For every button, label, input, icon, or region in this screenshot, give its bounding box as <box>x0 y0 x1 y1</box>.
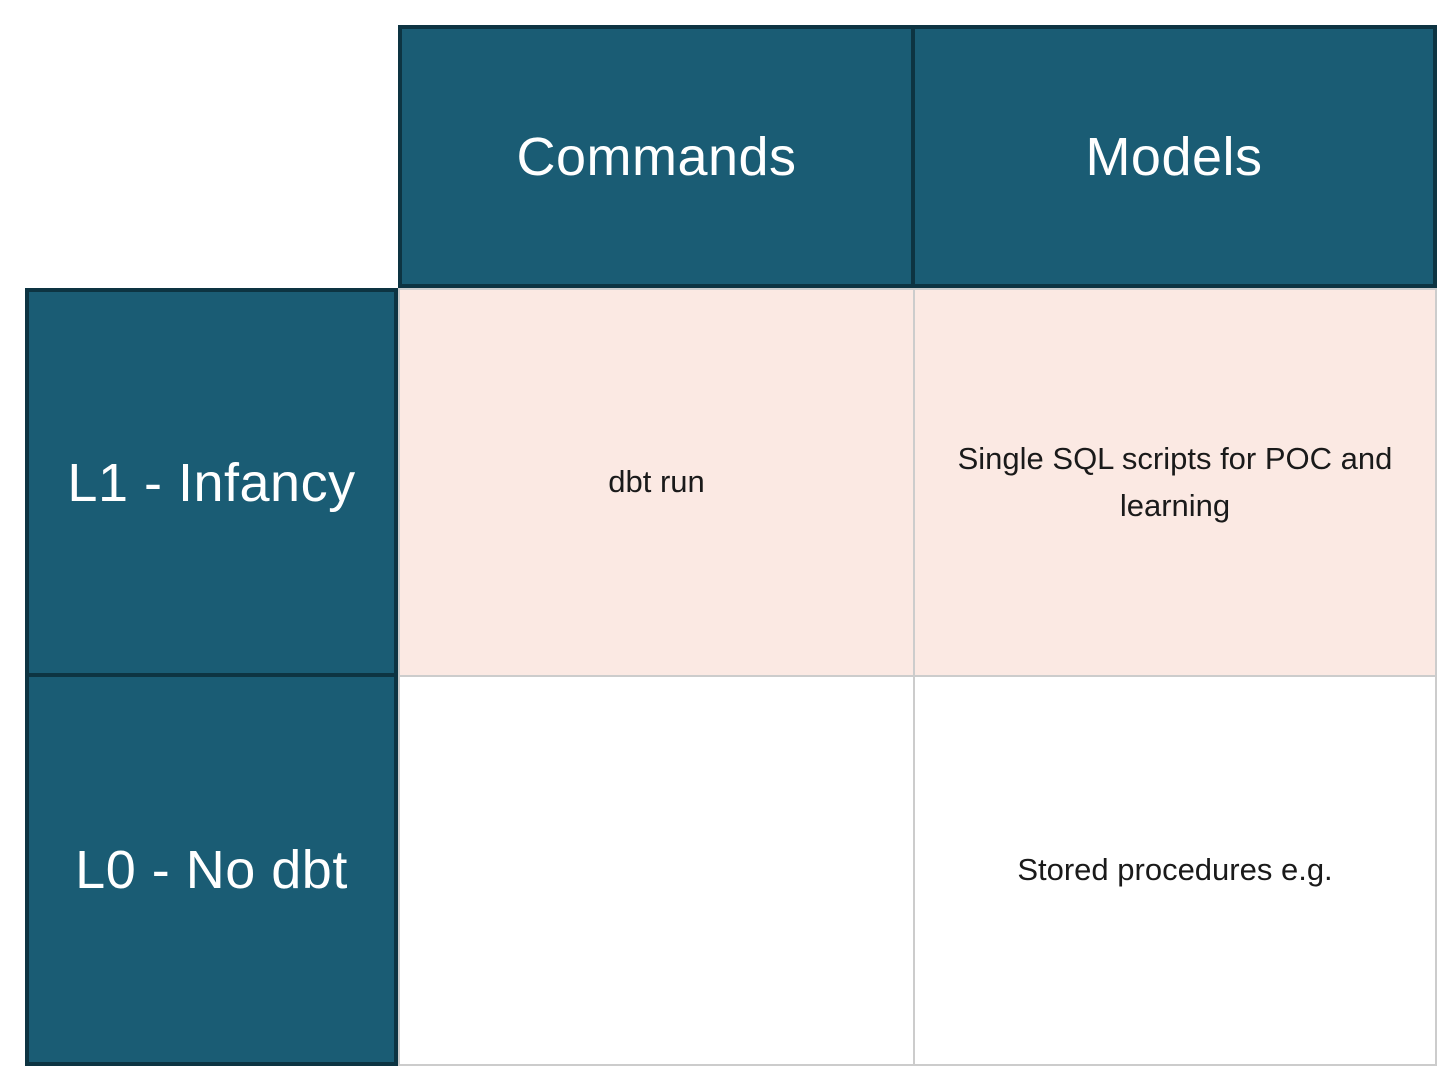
column-header-models: Models <box>911 25 1437 288</box>
cell-l1-models-text: Single SQL scripts for POC and learning <box>957 441 1393 523</box>
row-label-l0-no-dbt-text: L0 - No dbt <box>75 839 348 900</box>
row-label-l0-no-dbt: L0 - No dbt <box>25 673 398 1066</box>
cell-l1-commands-text: dbt run <box>608 464 705 500</box>
cell-l0-models-text: Stored procedures e.g. <box>1017 852 1333 888</box>
cell-l0-models: Stored procedures e.g. <box>913 675 1437 1066</box>
column-header-models-label: Models <box>1085 126 1263 187</box>
column-header-commands-label: Commands <box>516 126 797 187</box>
cell-l0-commands <box>398 675 915 1066</box>
cell-l1-commands: dbt run <box>398 288 915 677</box>
column-header-commands: Commands <box>398 25 915 288</box>
row-label-l1-infancy-text: L1 - Infancy <box>67 452 356 513</box>
row-label-l1-infancy: L1 - Infancy <box>25 288 398 677</box>
cell-l1-models: Single SQL scripts for POC and learning <box>913 288 1437 677</box>
